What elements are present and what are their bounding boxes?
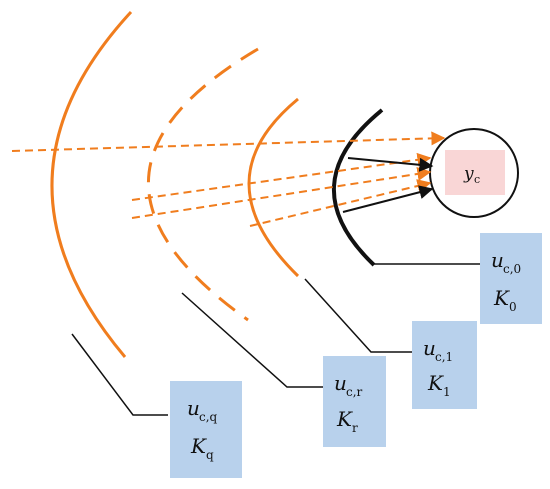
label-q-k-symbol: K	[190, 434, 207, 458]
arrow-from-r-upper	[131, 152, 432, 201]
label-r-k-symbol: K	[336, 407, 353, 431]
label-1-u-subscript: c,1	[435, 350, 453, 364]
label-box-q: u c,q K q	[170, 381, 242, 478]
leader-1	[304, 278, 412, 353]
label-box-1-bg	[412, 321, 477, 409]
arc-0	[331, 108, 384, 267]
arc-1	[247, 97, 300, 278]
leader-q	[71, 333, 168, 416]
leader-r	[181, 292, 325, 388]
arrow-from-q	[11, 131, 446, 152]
arc-r	[146, 47, 259, 322]
label-0-u-subscript: c,0	[503, 262, 521, 276]
arrow-from-r-lower	[131, 167, 432, 219]
label-q-u-symbol: u	[187, 396, 200, 420]
label-1-u-symbol: u	[423, 336, 436, 360]
arrow-from-0-lower	[342, 185, 434, 213]
target-node: y c	[429, 128, 519, 218]
label-1-k-symbol: K	[427, 371, 444, 395]
label-0-u-symbol: u	[491, 248, 504, 272]
label-box-0-bg	[480, 233, 542, 324]
label-0-k-subscript: 0	[509, 300, 517, 314]
label-box-r-bg	[323, 356, 386, 447]
target-inner-box	[445, 150, 505, 195]
label-box-r: u c,r K r	[323, 356, 386, 447]
label-1-k-subscript: 1	[443, 385, 451, 399]
label-r-u-symbol: u	[334, 371, 347, 395]
arc-q	[50, 10, 133, 358]
label-box-1: u c,1 K 1	[412, 321, 477, 409]
label-q-k-subscript: q	[206, 448, 214, 462]
arrow-from-1	[249, 179, 432, 227]
target-subscript: c	[474, 173, 480, 186]
label-box-0: u c,0 K 0	[480, 233, 542, 324]
target-symbol: y	[463, 164, 474, 184]
label-q-u-subscript: c,q	[199, 410, 218, 424]
label-box-q-bg	[170, 381, 242, 478]
arrow-from-0-upper	[347, 157, 434, 172]
label-r-u-subscript: c,r	[346, 385, 363, 399]
label-0-k-symbol: K	[493, 286, 510, 310]
label-r-k-subscript: r	[352, 421, 358, 435]
